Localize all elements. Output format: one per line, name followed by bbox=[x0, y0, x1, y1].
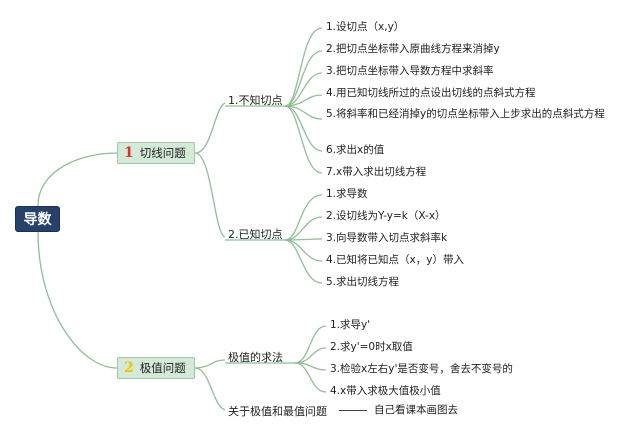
leaf-node[interactable]: 2.把切点坐标带入原曲线方程来消掉y bbox=[326, 43, 500, 55]
branch-label-extremum: 极值问题 bbox=[139, 361, 186, 375]
leaf-node[interactable]: 1.求导数 bbox=[326, 188, 368, 200]
sub-node-extremum-vs-max[interactable]: 关于极值和最值问题 bbox=[228, 405, 327, 418]
branch-label-tangent: 切线问题 bbox=[139, 146, 186, 160]
note-connector bbox=[339, 410, 367, 411]
connector-branch1-sub1 bbox=[194, 102, 226, 154]
leaf-node[interactable]: 6.求出x的值 bbox=[326, 144, 385, 156]
sub-node-unknown-tangent-point[interactable]: 1.不知切点 bbox=[228, 94, 283, 107]
connector-branch2-sub4 bbox=[194, 367, 226, 411]
leaf-node[interactable]: 5.求出切线方程 bbox=[326, 276, 400, 288]
leaf-node[interactable]: 4.用已知切线所过的点设出切线的点斜式方程 bbox=[326, 87, 536, 99]
sub-node-extremum-method[interactable]: 极值的求法 bbox=[228, 351, 283, 364]
leaf-node[interactable]: 3.向导数带入切点求斜率k bbox=[326, 232, 448, 244]
leaf-node[interactable]: 2.求y'=0时x取值 bbox=[330, 341, 413, 353]
sub-node-known-tangent-point[interactable]: 2.已知切点 bbox=[228, 228, 283, 241]
root-node[interactable]: 导数 bbox=[15, 206, 60, 232]
branch-node-extremum[interactable]: 2 极值问题 bbox=[117, 357, 195, 379]
branch-node-tangent[interactable]: 1 切线问题 bbox=[117, 142, 195, 164]
note-node[interactable]: 自己看课本画图去 bbox=[374, 404, 458, 416]
branch-number-2: 2 bbox=[124, 360, 134, 376]
leaf-node[interactable]: 1.设切点（x,y） bbox=[326, 21, 405, 33]
connector-root-branch1 bbox=[37, 152, 118, 207]
leaf-node[interactable]: 4.已知将已知点（x，y）带入 bbox=[326, 254, 464, 266]
branch-number-1: 1 bbox=[124, 145, 134, 161]
connector-root-branch2 bbox=[37, 231, 118, 369]
leaf-node[interactable]: 3.把切点坐标带入导数方程中求斜率 bbox=[326, 65, 494, 77]
leaf-node[interactable]: 3.检验x左右y'是否变号，舍去不变号的 bbox=[330, 363, 513, 375]
leaf-node[interactable]: 2.设切线为Y-y=k（X-x） bbox=[326, 210, 446, 222]
leaf-node[interactable]: 1.求导y' bbox=[330, 319, 371, 331]
leaf-node[interactable]: 4.x带入求极大值极小值 bbox=[330, 385, 441, 397]
leaf-node[interactable]: 5.将斜率和已经消掉y的切点坐标带入上步求出的点斜式方程 bbox=[326, 108, 605, 120]
connector-branch2-sub3 bbox=[194, 359, 226, 369]
connector-branch1-sub2 bbox=[194, 152, 226, 238]
leaf-node[interactable]: 7.x带入求出切线方程 bbox=[326, 166, 427, 178]
root-label: 导数 bbox=[23, 212, 52, 228]
